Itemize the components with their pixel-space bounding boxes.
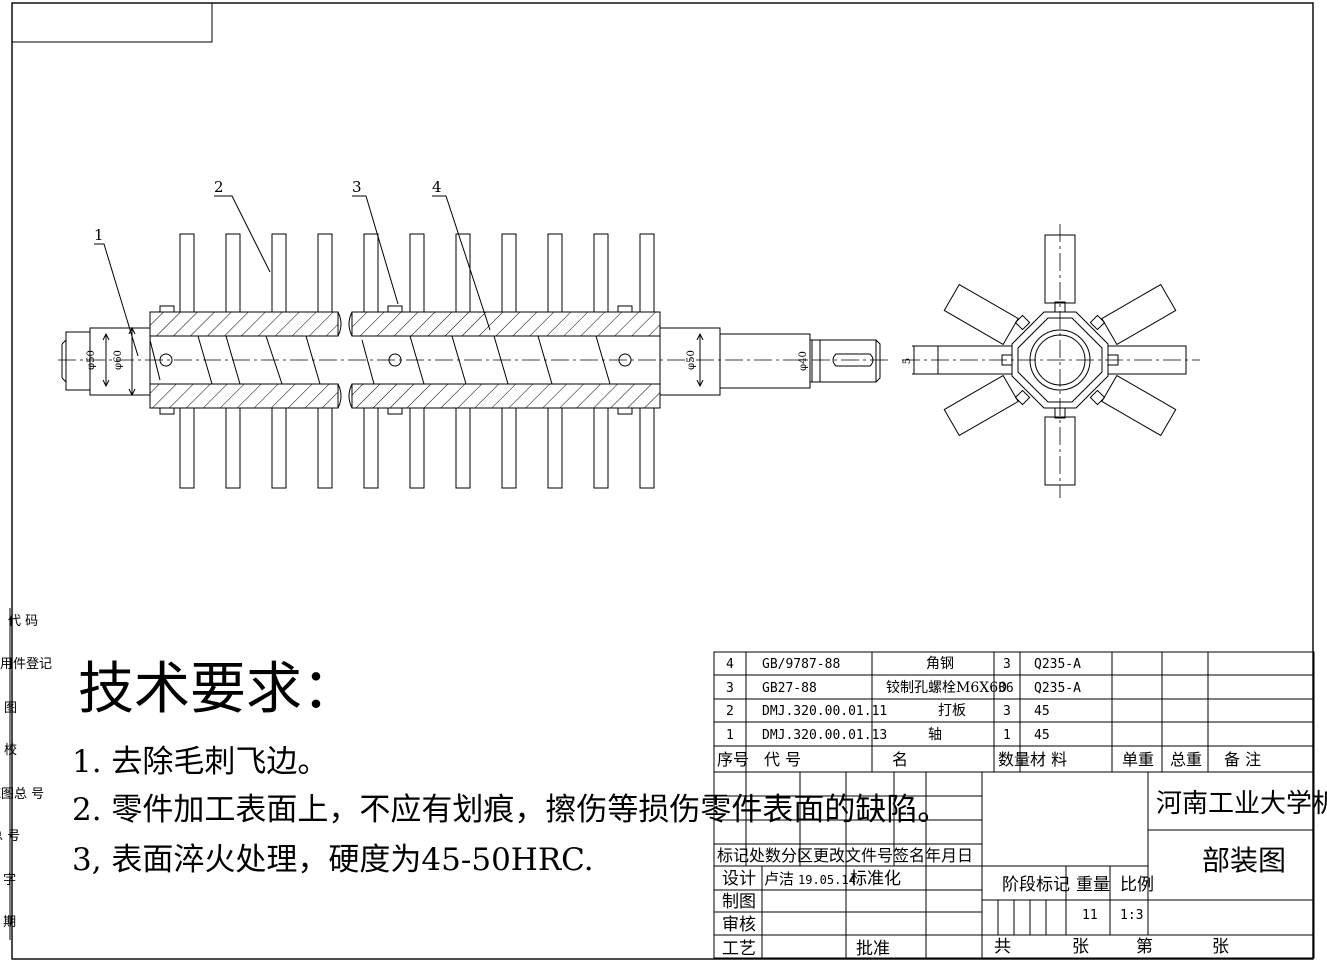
dim-phi60-left: φ60 [113, 350, 124, 370]
leaders [94, 195, 491, 357]
draw-label: 制图 [722, 892, 756, 912]
sheet-unit-2: 张 [1212, 937, 1229, 957]
bom-header-code: 代 号 [764, 750, 801, 769]
sheet-border [11, 2, 1314, 960]
bom-row-3-qty: 36 [998, 681, 1014, 696]
title-block-grid [713, 771, 1315, 959]
front-view: φ50 φ60 φ50 φ40 1 2 3 4 [58, 178, 890, 489]
balloon-1: 1 [94, 226, 104, 244]
left-journal [61, 327, 151, 396]
tech-heading: 技术要求： [78, 657, 358, 722]
bom-row-3-material: Q235-A [1034, 681, 1081, 696]
weight-value: 11 [1082, 908, 1098, 923]
bom-row-1-qty: 1 [1003, 728, 1011, 743]
stage-label: 阶段标记 [1002, 875, 1070, 895]
strip-date: 日 期 [0, 915, 16, 930]
bom-row-3-no: 3 [726, 681, 734, 696]
design-label: 设计 [722, 869, 756, 889]
weight-label: 重量 [1076, 875, 1110, 895]
strip-register: 用件登记 [0, 657, 52, 672]
bom-row-1-no: 1 [726, 728, 734, 743]
check-label: 审核 [722, 915, 756, 935]
bom-row-4-material: Q235-A [1034, 657, 1081, 672]
front-dimensions [102, 326, 821, 397]
strip-base-no: 底图总 号 [0, 786, 44, 802]
drum-tube [149, 305, 661, 415]
scale-label: 比例 [1120, 875, 1154, 895]
dim-phi40: φ40 [798, 351, 809, 371]
process-label: 工艺 [722, 939, 756, 959]
sheet-unit-1: 张 [1072, 937, 1089, 957]
strip-sign: 签 字 [0, 872, 16, 888]
tech-item-2: 2. 零件加工表面上，不应有划痕，擦伤等损伤零件表面的缺陷。 [72, 792, 948, 828]
bom-header-remark: 备 注 [1224, 750, 1261, 769]
designer-name: 卢洁 [764, 870, 794, 888]
bom-row-4-name: 角钢 [926, 656, 954, 672]
rev-header: 标记处数分区更改文件号签名年月日 [717, 846, 973, 865]
bom-row-3-code: GB27-88 [762, 681, 817, 696]
beater-plates [179, 233, 655, 489]
design-date: 19.05.14 [798, 873, 856, 887]
bom-row-2-no: 2 [726, 704, 734, 719]
bom-row-2-code: DMJ.320.00.01.11 [762, 704, 887, 719]
tech-item-3: 3, 表面淬火处理，硬度为45-50HRC. [72, 842, 594, 878]
right-journal [659, 327, 881, 396]
strip-drawing: 图 [4, 701, 17, 716]
dim-phi50-right: φ50 [686, 350, 697, 370]
strip-code: 代 码 [8, 614, 38, 629]
sheet-no-label: 第 [1136, 937, 1153, 957]
tech-item-1: 1. 去除毛刺飞边。 [72, 744, 328, 780]
drawing-name: 部装图 [1202, 844, 1286, 877]
bom-header-name: 名 [892, 750, 908, 769]
bom-header-material: 材 料 [1030, 750, 1067, 769]
bom-row-4-qty: 3 [1003, 657, 1011, 672]
bom-row-3-name: 铰制孔螺栓M6X60 [886, 680, 1007, 696]
dim-key-5: 5 [902, 358, 913, 364]
bom-row-2-name: 打板 [938, 702, 966, 719]
approve-label: 批准 [856, 939, 890, 959]
strip-total-no: 总 号 [0, 829, 20, 844]
bom-row-1-code: DMJ.320.00.01.13 [762, 728, 887, 743]
bom-header-total-weight: 总重 [1170, 750, 1202, 769]
bom-row-1-name: 轴 [928, 727, 942, 743]
bom-row-2-material: 45 [1034, 704, 1050, 719]
side-view: 5 [902, 224, 1200, 498]
balloon-3: 3 [352, 178, 362, 196]
bom-row-4-no: 4 [726, 657, 734, 672]
bom-row-1-material: 45 [1034, 728, 1050, 743]
dim-phi50-left: φ50 [86, 350, 97, 370]
bom-row-4-code: GB/9787-88 [762, 657, 840, 672]
balloon-2: 2 [214, 178, 224, 196]
strip-check: 校 [4, 742, 17, 758]
bom-header-qty: 数量 [998, 750, 1030, 769]
total-sheets-label: 共 [994, 937, 1011, 957]
scale-value: 1:3 [1120, 908, 1143, 923]
standard-label: 标准化 [850, 869, 901, 889]
bom-row-2-qty: 3 [1003, 704, 1011, 719]
balloon-4: 4 [432, 178, 442, 196]
school-name: 河南工业大学机 [1156, 789, 1327, 819]
bom-header-no: 序号 [717, 750, 749, 769]
bom-header-unit-weight: 单重 [1122, 750, 1154, 769]
